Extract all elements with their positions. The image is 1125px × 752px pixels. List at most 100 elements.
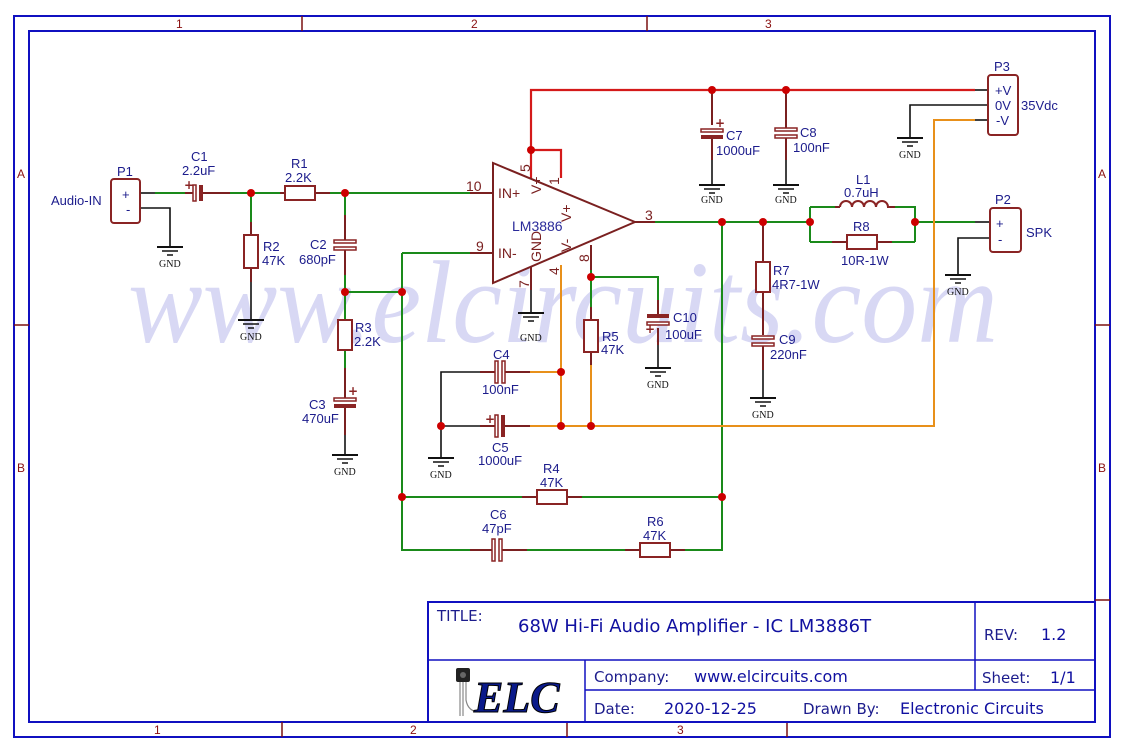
resistor-r5[interactable]: R5 47K: [583, 319, 624, 357]
polarity-plus-icon: +: [348, 384, 358, 398]
capacitor-c4[interactable]: C4 100nF: [482, 347, 519, 397]
pin-name: IN+: [498, 185, 520, 201]
resistor-r7[interactable]: R7 4R7-1W: [755, 261, 820, 293]
capacitor-c9[interactable]: C9 220nF: [751, 332, 807, 362]
ground-label: GND: [647, 380, 669, 391]
component-ref: R6: [647, 514, 664, 529]
connector-label: 35Vdc: [1021, 98, 1058, 113]
capacitor-c3[interactable]: + C3 470uF: [302, 384, 358, 426]
resistor-r2[interactable]: R2 47K: [243, 234, 285, 269]
ground-label: GND: [752, 410, 774, 421]
grid-col-label: 2: [471, 17, 478, 31]
drawn-by-value: Electronic Circuits: [900, 699, 1044, 718]
junctions: [247, 86, 919, 501]
ground-icon: GND: [518, 312, 544, 344]
ground-symbols: GND GND GND GND GND: [157, 137, 971, 481]
capacitor-c7[interactable]: + C7 1000uF: [700, 116, 760, 158]
pin-label: 0V: [995, 98, 1011, 113]
drawn-by-label: Drawn By:: [803, 700, 880, 718]
resistor-r1[interactable]: R1 2.2K: [284, 156, 316, 201]
pin-number: 10: [466, 178, 482, 194]
component-value: 47K: [601, 342, 624, 357]
component-value: 0.7uH: [844, 185, 879, 200]
component-value: 47K: [643, 528, 666, 543]
capacitor-c5[interactable]: + C5 1000uF: [478, 412, 522, 468]
component-ref: C1: [191, 149, 208, 164]
watermark-text: www.elcircuits.com: [128, 237, 998, 368]
rev-label: REV:: [984, 626, 1018, 644]
grid-col-label: 3: [765, 17, 772, 31]
component-ref: R8: [853, 219, 870, 234]
ground-icon: GND: [645, 367, 671, 391]
capacitor-c2[interactable]: C2 680pF: [299, 237, 357, 267]
component-value: 1000uF: [478, 453, 522, 468]
pin-label: -V: [996, 113, 1009, 128]
capacitor-c1[interactable]: + C1 2.2uF: [182, 149, 215, 202]
logo-text: ELC: [473, 673, 560, 722]
sheet-label: Sheet:: [982, 669, 1030, 687]
capacitor-c10[interactable]: + C10 100uF: [645, 310, 702, 342]
ground-label: GND: [334, 467, 356, 478]
component-value: 4R7-1W: [772, 277, 820, 292]
component-value: 47K: [540, 475, 563, 490]
pin-number: 3: [645, 207, 653, 223]
ground-label: GND: [775, 195, 797, 206]
component-value: 100nF: [793, 140, 830, 155]
connector-p2[interactable]: P2 SPK + -: [989, 192, 1052, 253]
connector-p1[interactable]: P1 Audio-IN + -: [51, 164, 141, 224]
component-ref: C8: [800, 125, 817, 140]
ground-label: GND: [159, 259, 181, 270]
component-ref: R3: [355, 320, 372, 335]
component-ref: R4: [543, 461, 560, 476]
resistor-r4[interactable]: R4 47K: [536, 461, 568, 505]
grid-row-label: A: [17, 167, 25, 181]
component-value: 47K: [262, 253, 285, 268]
inductor-l1[interactable]: L1 0.7uH: [839, 172, 890, 208]
polarity-plus-icon: +: [715, 116, 725, 130]
elc-logo: ELC: [456, 668, 561, 723]
resistor-r8[interactable]: R8 10R-1W: [841, 219, 889, 268]
polarity-plus-icon: +: [184, 178, 194, 192]
title-block: TITLE: 68W Hi-Fi Audio Amplifier - IC LM…: [427, 601, 1096, 723]
ground-icon: GND: [897, 137, 923, 161]
component-value: 47pF: [482, 521, 512, 536]
ground-icon: GND: [945, 274, 971, 298]
component-ref: P1: [117, 164, 133, 179]
component-ref: R2: [263, 239, 280, 254]
component-ref: C5: [492, 440, 509, 455]
component-ref: C7: [726, 128, 743, 143]
component-ref: P3: [994, 59, 1010, 74]
resistor-r3[interactable]: R3 2.2K: [337, 319, 381, 351]
pin-number: 5: [517, 164, 533, 172]
pin-number: 9: [476, 238, 484, 254]
polarity-plus-icon: +: [645, 322, 655, 336]
grid-row-label: B: [17, 461, 25, 475]
date-value: 2020-12-25: [664, 699, 757, 718]
connector-body: [110, 178, 141, 224]
component-ref: C3: [309, 397, 326, 412]
component-ref: R1: [291, 156, 308, 171]
ic-lm3886[interactable]: LM3886 10 IN+ 9 IN- 3 5 V+ 1 V+ GND 7 V-…: [466, 161, 653, 288]
capacitor-c6[interactable]: C6 47pF: [482, 507, 512, 562]
pin-name: V-: [558, 238, 574, 252]
date-label: Date:: [594, 700, 635, 718]
ground-label: GND: [899, 150, 921, 161]
component-ref: P2: [995, 192, 1011, 207]
component-value: 100nF: [482, 382, 519, 397]
ground-label: GND: [701, 195, 723, 206]
capacitor-c8[interactable]: C8 100nF: [774, 125, 830, 155]
component-ref: R5: [602, 329, 619, 344]
company-value: www.elcircuits.com: [694, 667, 848, 686]
pin-label: -: [126, 202, 130, 217]
pin-name: V+: [558, 204, 574, 222]
connector-p3[interactable]: P3 35Vdc +V 0V -V: [987, 59, 1058, 136]
grid-row-label: A: [1098, 167, 1106, 181]
grid-col-label: 1: [176, 17, 183, 31]
resistor-r6[interactable]: R6 47K: [639, 514, 671, 558]
grid-col-label: 3: [677, 723, 684, 737]
sheet-value: 1/1: [1050, 668, 1076, 687]
pin-name: V+: [528, 176, 544, 194]
pin-name: GND: [528, 231, 544, 262]
component-ref: R7: [773, 263, 790, 278]
pin-label: +: [996, 216, 1004, 231]
